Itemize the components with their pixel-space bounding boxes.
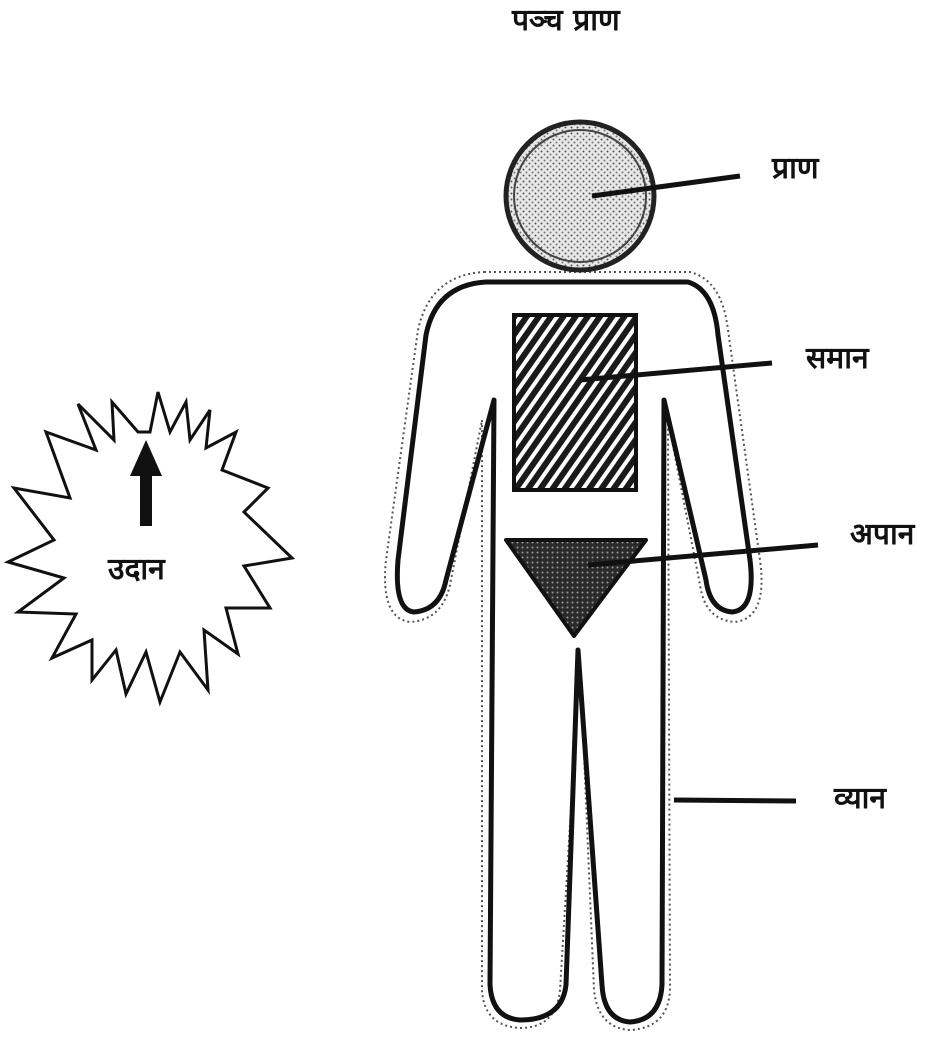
apana-region	[506, 540, 646, 636]
head-circle	[506, 122, 654, 270]
prana-label: प्राण	[772, 154, 819, 184]
vyana-pointer	[674, 800, 796, 801]
samana-region	[514, 315, 636, 490]
samana-label: समान	[806, 344, 869, 374]
udana-label: उदान	[108, 555, 165, 585]
udana-starburst	[8, 392, 292, 702]
apana-label: अपान	[850, 520, 914, 550]
vyana-label: व्यान	[834, 784, 886, 814]
diagram-title: पञ्च प्राण	[512, 6, 620, 36]
